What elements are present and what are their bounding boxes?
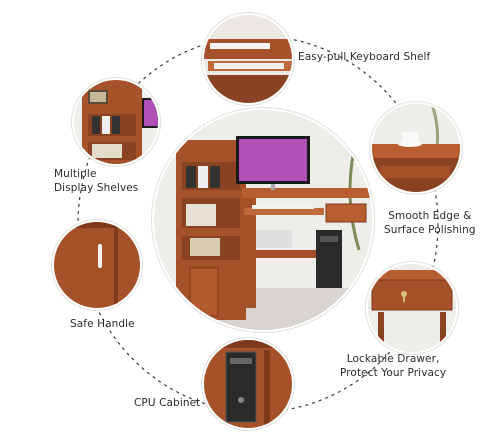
lockable-drawer-caption: Lockable Drawer, Protect Your Privacy xyxy=(340,352,446,380)
main-desk-photo xyxy=(152,108,374,332)
safe-handle-caption: Safe Handle xyxy=(70,318,135,330)
smooth-edge-line-2: Surface Polishing xyxy=(384,224,476,236)
keyboard-shelf-photo xyxy=(202,13,294,105)
display-shelves-caption: Multiple Display Shelves xyxy=(54,167,138,195)
smooth-edge-line-1: Smooth Edge & xyxy=(388,210,472,222)
display-shelves-line-1: Multiple xyxy=(54,168,97,180)
display-shelves-line-2: Display Shelves xyxy=(54,182,139,194)
lockable-drawer-photo xyxy=(366,262,458,354)
safe-handle-photo xyxy=(52,220,142,310)
smooth-edge-caption: Smooth Edge & Surface Polishing xyxy=(384,209,476,237)
lockable-drawer-line-2: Protect Your Privacy xyxy=(340,367,447,379)
display-shelves-photo xyxy=(72,78,160,166)
keyboard-shelf-caption: Easy-pull Keyboard Shelf xyxy=(298,51,431,63)
cpu-cabinet-photo xyxy=(202,338,294,430)
smooth-edge-photo xyxy=(370,102,462,194)
cpu-cabinet-caption: CPU Cabinet xyxy=(134,397,201,409)
lockable-drawer-line-1: Lockable Drawer, xyxy=(346,353,440,365)
